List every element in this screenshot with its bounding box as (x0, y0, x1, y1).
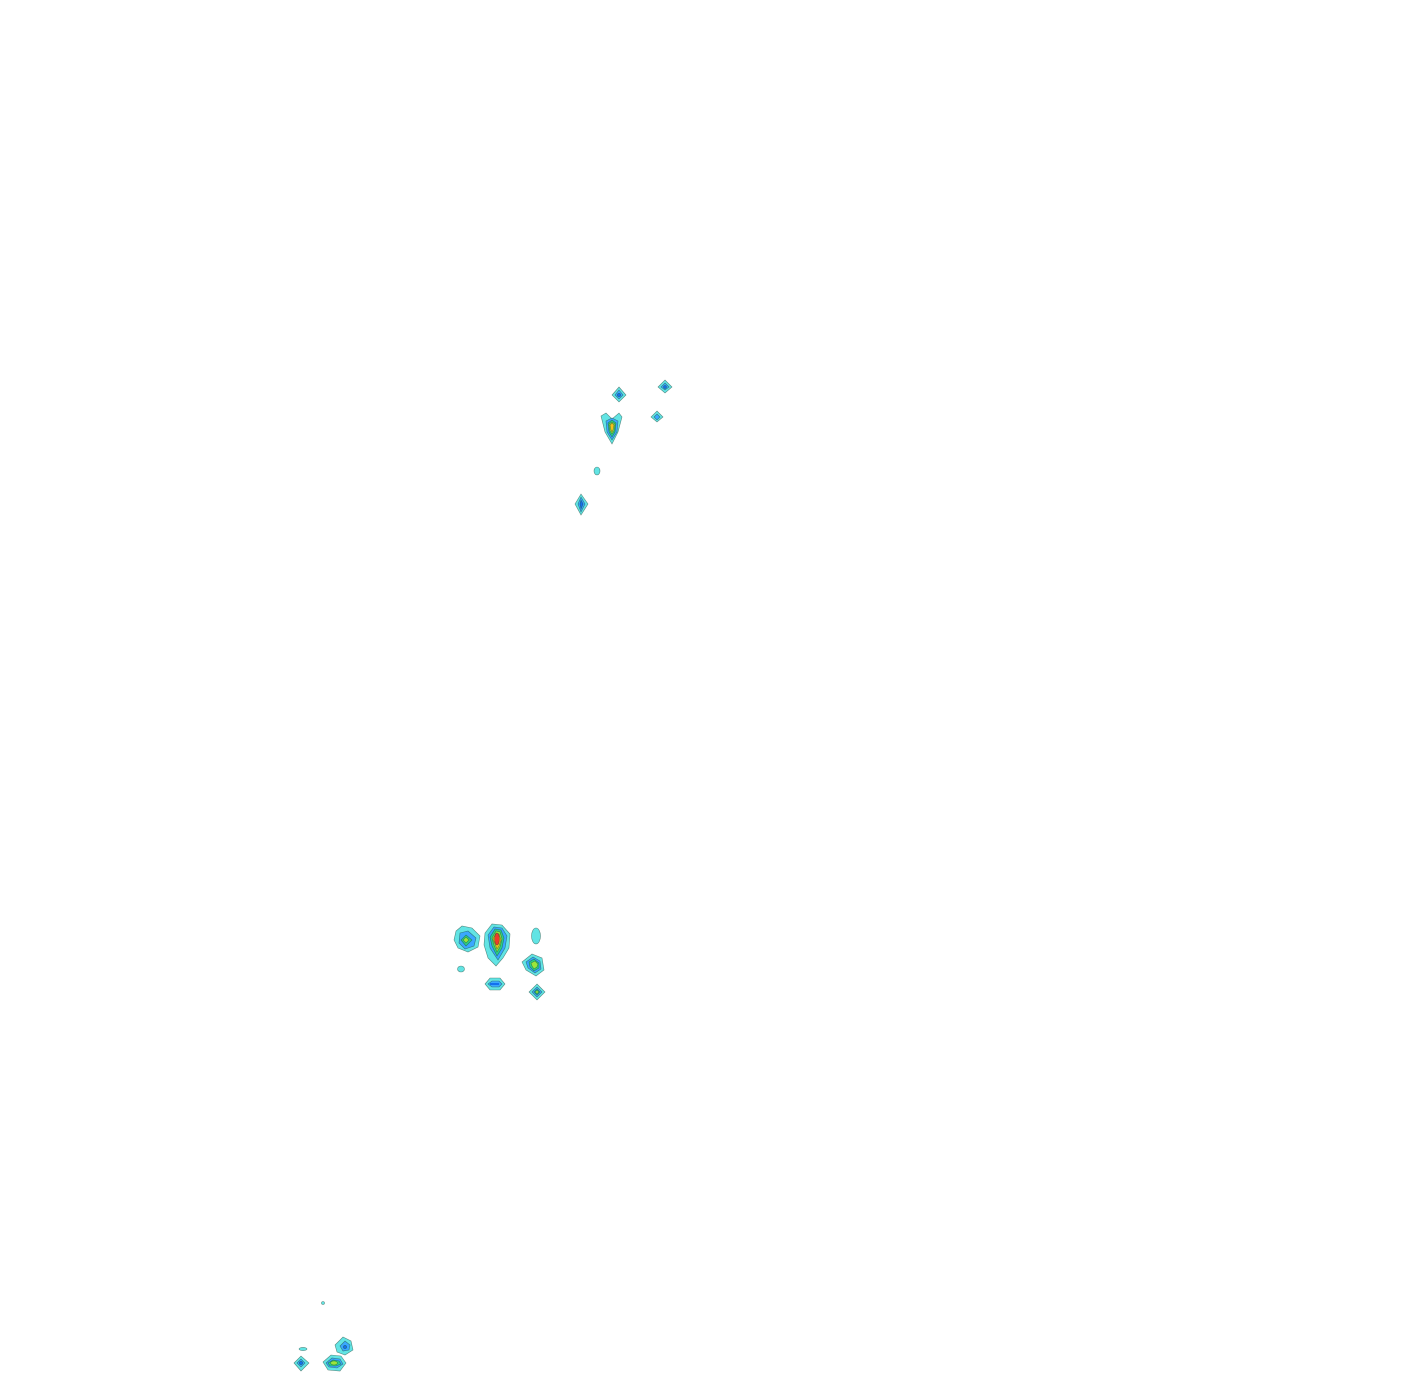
echo-cell (457, 965, 465, 973)
cluster-north (574, 379, 673, 516)
echo-cell (611, 386, 627, 403)
echo-cell (657, 379, 673, 394)
echo-cell (298, 1347, 308, 1351)
echo-cell (528, 983, 546, 1001)
echo-cell (650, 410, 664, 423)
cluster-south (293, 1301, 354, 1372)
echo-cell (483, 923, 511, 967)
echo-cell (293, 1355, 310, 1372)
echo-cell (453, 925, 481, 953)
echo-cell (574, 493, 589, 516)
echo-cell (521, 953, 545, 977)
echo-cell (321, 1301, 325, 1305)
echo-cell (334, 1336, 354, 1356)
echo-cell (600, 412, 623, 445)
echo-cell (484, 977, 506, 991)
echo-cell (593, 466, 601, 476)
echo-cell (322, 1354, 347, 1372)
cluster-central (453, 923, 546, 1001)
echo-cell (531, 927, 541, 945)
